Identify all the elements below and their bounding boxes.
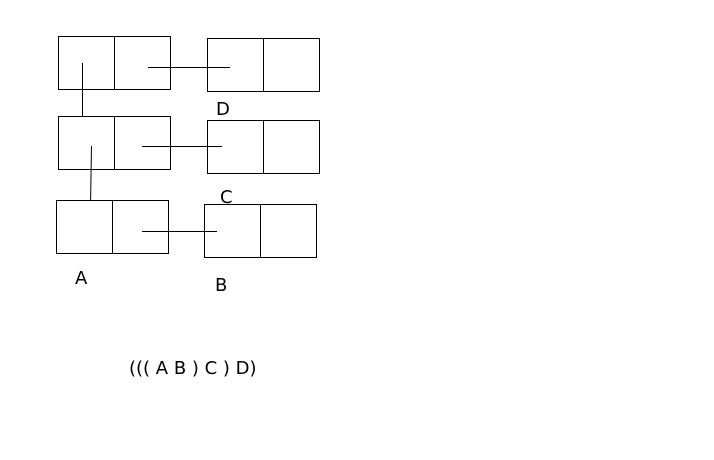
- atom-cell-b: [204, 204, 317, 258]
- label-a: A: [75, 268, 88, 289]
- atom-cell-d-right: [263, 38, 320, 92]
- atom-cell-d-left: [207, 38, 264, 92]
- label-c: C: [220, 187, 233, 208]
- cons-cell-3-cdr: [112, 200, 169, 254]
- s-expression: ((( A B ) C ) D): [129, 358, 257, 379]
- atom-cell-c-right: [263, 120, 320, 174]
- cons-cell-row-1: [58, 36, 171, 90]
- atom-cell-d: [207, 38, 320, 92]
- label-d: D: [216, 99, 230, 120]
- cons-cell-1-cdr: [114, 36, 171, 90]
- atom-cell-b-right: [260, 204, 317, 258]
- atom-cell-c: [207, 120, 320, 174]
- cons-cell-1-car: [58, 36, 115, 90]
- cons-cell-2-cdr: [114, 116, 171, 170]
- cons-cell-row-2: [58, 116, 171, 170]
- pointer-row-2-to-row-3: [90, 145, 92, 207]
- cons-cell-3-car: [56, 200, 113, 254]
- cons-cell-2-car: [58, 116, 115, 170]
- label-b: B: [215, 275, 227, 296]
- cons-cell-row-3: [56, 200, 169, 254]
